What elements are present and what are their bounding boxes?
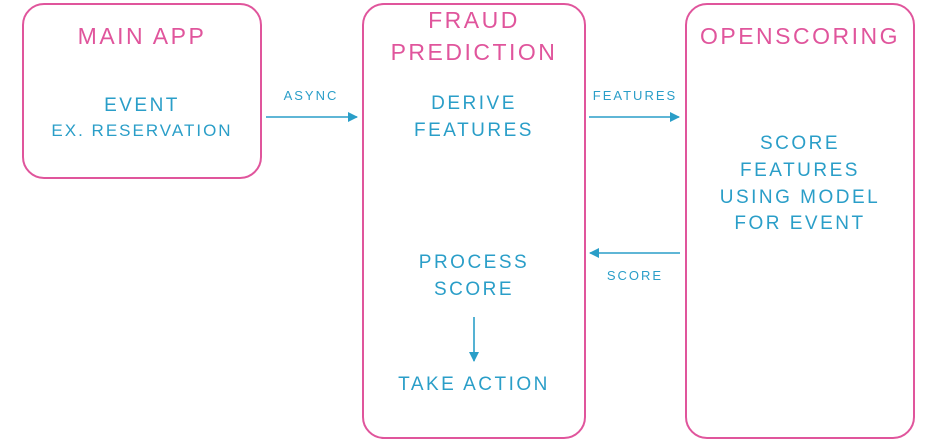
process-score-line1: PROCESS [418, 252, 530, 273]
take-action-label: TAKE ACTION [398, 374, 550, 395]
openscoring-line1: SCORE [759, 133, 841, 154]
openscoring-box [685, 3, 915, 439]
openscoring-line4: FOR EVENT [734, 213, 866, 234]
derive-features-line2: FEATURES [414, 120, 534, 141]
fraud-prediction-title-line1: FRAUD [428, 7, 520, 33]
openscoring-line3: USING MODEL [719, 187, 881, 208]
main-app-box [22, 3, 262, 179]
derive-features-line1: DERIVE [431, 93, 517, 114]
process-score-line2: SCORE [433, 279, 515, 300]
async-arrow-label: ASYNC [283, 88, 339, 103]
fraud-prediction-box [362, 3, 586, 439]
openscoring-line2: FEATURES [740, 160, 860, 181]
fraud-prediction-title-line2: PREDICTION [390, 39, 558, 65]
score-arrow-label: SCORE [606, 268, 664, 283]
openscoring-title: OPENSCORING [699, 23, 901, 49]
features-arrow-label: FEATURES [592, 88, 678, 103]
main-app-event-label: EVENT [104, 95, 180, 116]
main-app-example-label: EX. RESERVATION [51, 121, 233, 140]
main-app-title: MAIN APP [77, 23, 207, 49]
